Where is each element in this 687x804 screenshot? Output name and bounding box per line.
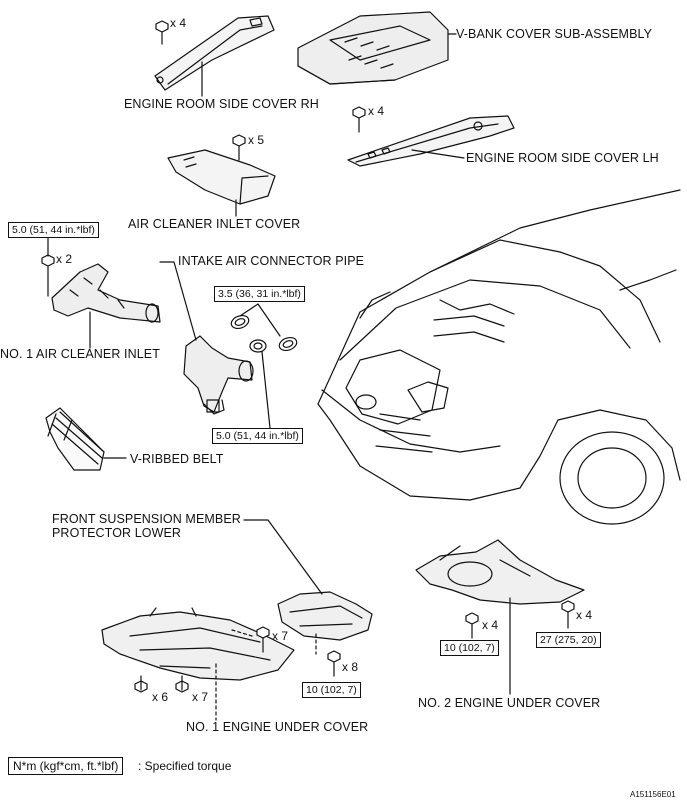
leader-line-clamps-lower xyxy=(261,351,271,429)
leader-line-connector-pipe xyxy=(159,261,197,341)
leader-line-protector xyxy=(243,519,323,595)
label-intake-air-connector-pipe: INTAKE AIR CONNECTOR PIPE xyxy=(178,254,365,268)
torque-connector-pipe-clamps-lower: 5.0 (51, 44 in.*lbf) xyxy=(212,428,303,444)
qty-no2-bolts-a: x 4 xyxy=(482,618,499,632)
leader-line-lh xyxy=(411,149,465,159)
engine-room-side-cover-lh-part xyxy=(347,115,515,167)
torque-no2-cover-b: 27 (275, 20) xyxy=(536,632,601,648)
no1-air-cleaner-inlet-part xyxy=(51,263,161,323)
bolt-icon xyxy=(352,106,366,133)
leader-line-clamps-upper xyxy=(239,303,281,337)
torque-air-cleaner-inlet: 5.0 (51, 44 in.*lbf) xyxy=(8,222,99,238)
legend-description: : Specified torque xyxy=(138,759,232,773)
figure-code: A151156E01 xyxy=(630,790,676,799)
label-front-suspension-member-protector-lower: FRONT SUSPENSION MEMBER PROTECTOR LOWER xyxy=(52,512,241,540)
air-cleaner-inlet-cover-part xyxy=(167,149,276,205)
v-ribbed-belt-part xyxy=(45,407,105,471)
bolt-icon xyxy=(41,254,55,297)
label-v-bank-cover: V-BANK COVER SUB-ASSEMBLY xyxy=(456,27,653,41)
bolt-icon xyxy=(175,675,189,693)
bolt-icon xyxy=(465,612,479,639)
v-bank-cover-part xyxy=(297,11,449,85)
legend-unit-box: N*m (kgf*cm, ft.*lbf) xyxy=(8,757,124,775)
car-front-part xyxy=(317,189,681,525)
torque-no2-cover-a: 10 (102, 7) xyxy=(440,640,499,656)
bolt-icon xyxy=(155,20,169,45)
label-no1-air-cleaner-inlet: NO. 1 AIR CLEANER INLET xyxy=(0,347,160,361)
bolt-icon xyxy=(327,650,341,677)
qty-protector-bolts: x 8 xyxy=(342,660,359,674)
qty-under-cover-bolts-c: x 7 xyxy=(192,690,209,704)
qty-no2-bolts-b: x 4 xyxy=(576,608,593,622)
qty-lh-bolts: x 4 xyxy=(368,104,385,118)
label-engine-room-side-cover-lh: ENGINE ROOM SIDE COVER LH xyxy=(466,151,659,165)
qty-inlet-cover-bolts: x 5 xyxy=(248,133,265,147)
clamp-ring-part xyxy=(230,314,298,353)
label-no2-engine-under-cover: NO. 2 ENGINE UNDER COVER xyxy=(418,696,601,710)
bolt-icon xyxy=(256,626,270,653)
qty-under-cover-bolts-b: x 6 xyxy=(152,690,169,704)
qty-under-cover-bolts-a: x 7 xyxy=(272,629,289,643)
bolt-icon xyxy=(232,134,246,161)
qty-air-cleaner-inlet-bolts: x 2 xyxy=(56,252,73,266)
label-air-cleaner-inlet-cover: AIR CLEANER INLET COVER xyxy=(128,217,301,231)
qty-rh-bolts: x 4 xyxy=(170,16,187,30)
no2-engine-under-cover-part xyxy=(415,539,585,605)
label-v-ribbed-belt: V-RIBBED BELT xyxy=(130,452,224,466)
intake-air-connector-pipe-part xyxy=(183,335,254,415)
torque-protector-lower: 10 (102, 7) xyxy=(302,682,361,698)
label-engine-room-side-cover-rh: ENGINE ROOM SIDE COVER RH xyxy=(124,97,319,111)
bolt-icon xyxy=(134,675,148,693)
engine-room-side-cover-rh-part xyxy=(154,15,275,91)
no1-engine-under-cover-part xyxy=(101,607,295,681)
front-suspension-member-protector-lower-part xyxy=(277,591,373,641)
bolt-icon xyxy=(561,600,575,629)
label-no1-engine-under-cover: NO. 1 ENGINE UNDER COVER xyxy=(186,720,369,734)
torque-connector-pipe-clamps-upper: 3.5 (36, 31 in.*lbf) xyxy=(214,286,305,302)
